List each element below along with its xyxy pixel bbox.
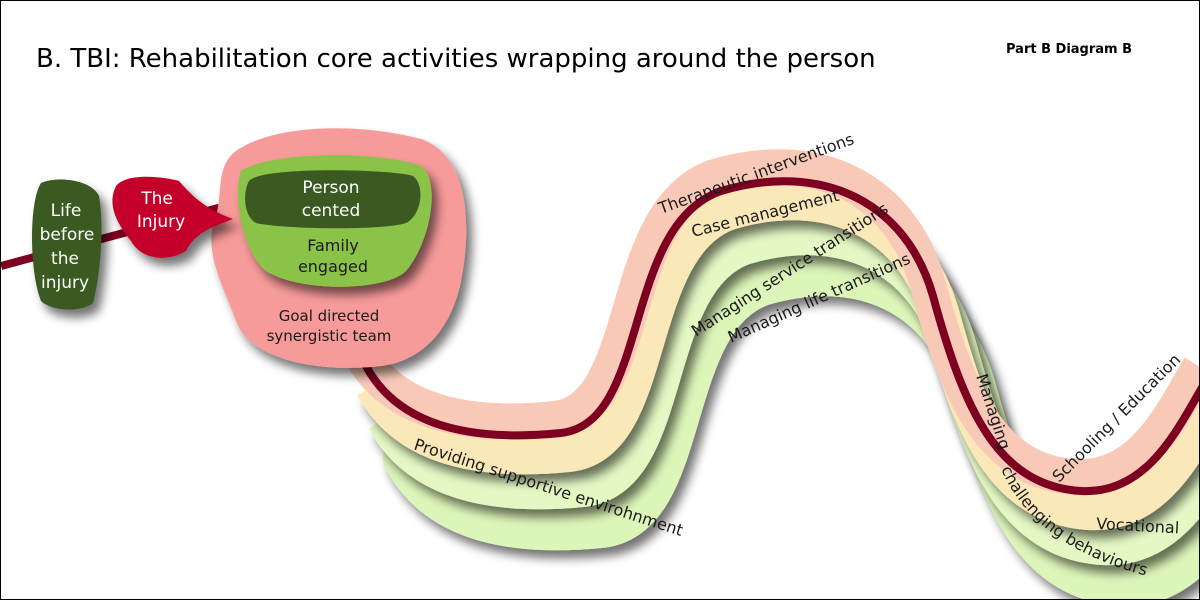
life-before-line3: the — [51, 249, 79, 269]
injury-blob — [112, 176, 233, 258]
family-engaged-line1: Family — [307, 236, 358, 255]
page-title: B. TBI: Rehabilitation core activities w… — [36, 44, 876, 74]
life-before-line4: injury — [41, 273, 89, 293]
goal-directed-line2: synergistic team — [267, 327, 392, 345]
life-before-blob — [32, 179, 102, 310]
family-engaged-line2: engaged — [298, 257, 368, 276]
person-centred-line1: Person — [302, 178, 359, 198]
life-before-line1: Life — [51, 201, 82, 221]
person-centred-blob — [245, 170, 421, 229]
label-vocational: Vocational — [1096, 514, 1180, 537]
person-centred-line2: cented — [302, 201, 361, 221]
goal-directed-line1: Goal directed — [279, 307, 380, 325]
injury-line2: Injury — [137, 212, 185, 232]
injury-line1: The — [140, 189, 173, 209]
diagram-subtitle: Part B Diagram B — [1006, 42, 1132, 57]
life-before-line2: before — [40, 225, 95, 245]
